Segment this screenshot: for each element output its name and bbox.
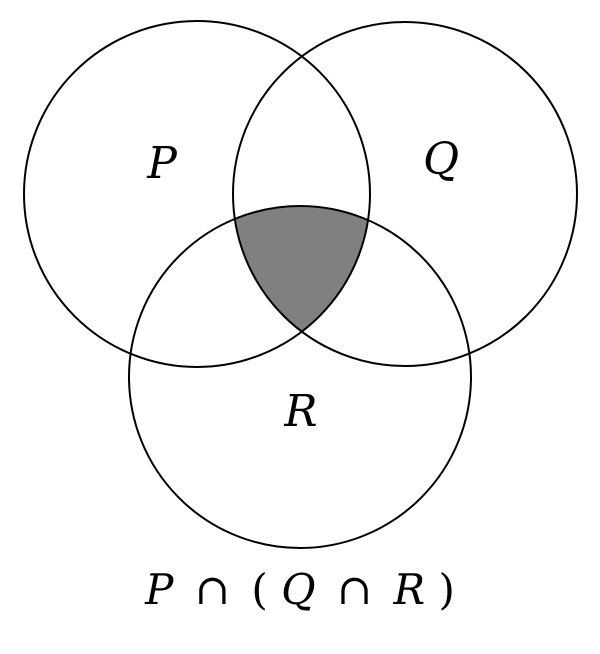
set-p-label: P	[146, 138, 178, 189]
caption-open-paren: (	[251, 565, 267, 614]
set-r-label: R	[283, 386, 317, 437]
set-p-circle	[23, 20, 371, 368]
diagram-caption: P ∩ ( Q ∩ R )	[144, 565, 455, 614]
set-q-circle	[232, 21, 578, 367]
set-q-label: Q	[423, 134, 459, 185]
caption-q: Q	[281, 565, 315, 614]
caption-intersection-1: ∩	[195, 565, 230, 614]
set-r-circle	[128, 205, 472, 549]
caption-p: P	[144, 565, 174, 614]
caption-close-paren: )	[438, 565, 454, 614]
caption-r: R	[392, 565, 425, 614]
shaded-region-p-q-r	[233, 206, 370, 366]
caption-intersection-2: ∩	[337, 565, 372, 614]
